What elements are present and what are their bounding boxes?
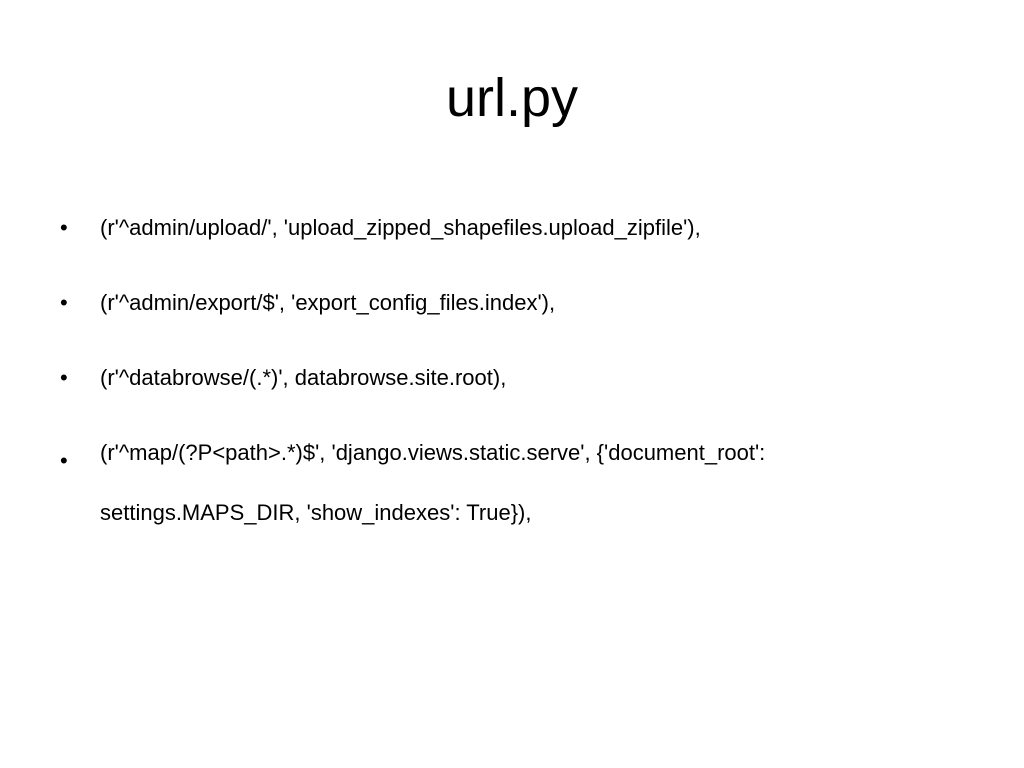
list-item: • (r'^admin/export/$', 'export_config_fi…	[60, 281, 960, 325]
bullet-icon: •	[60, 290, 68, 315]
bullet-list: • (r'^admin/upload/', 'upload_zipped_sha…	[60, 206, 960, 543]
slide-title: url.py	[445, 68, 579, 128]
bullet-icon: •	[60, 365, 68, 390]
list-item: • (r'^databrowse/(.*)', databrowse.site.…	[60, 356, 960, 400]
bullet-text: (r'^databrowse/(.*)', databrowse.site.ro…	[100, 365, 507, 390]
list-item: • (r'^map/(?P<path>.*)$', 'django.views.…	[60, 423, 960, 543]
list-item: • (r'^admin/upload/', 'upload_zipped_sha…	[60, 206, 960, 250]
bullet-text: (r'^map/(?P<path>.*)$', 'django.views.st…	[100, 440, 766, 525]
bullet-text: (r'^admin/export/$', 'export_config_file…	[100, 290, 556, 315]
bullet-text: (r'^admin/upload/', 'upload_zipped_shape…	[100, 215, 701, 240]
bullet-icon: •	[60, 448, 68, 473]
bullet-icon: •	[60, 215, 68, 240]
